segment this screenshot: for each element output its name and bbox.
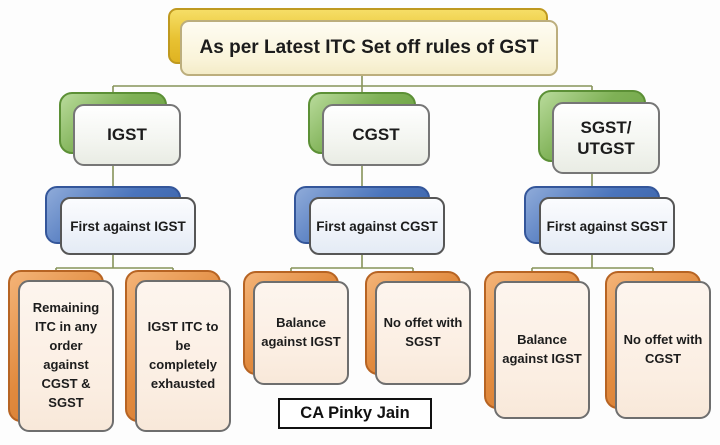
leaf-cgst-2-box: No offet with SGST	[375, 281, 471, 385]
leaf-cgst-1-text: Balance against IGST	[261, 315, 341, 349]
leaf-sgst-2-box: No offet with CGST	[615, 281, 711, 419]
leaf-igst-2-box: IGST ITC to be completely exhausted	[135, 280, 231, 432]
branch-cgst-label: CGST	[352, 125, 400, 145]
leaf-sgst-1-text: Balance against IGST	[502, 332, 582, 366]
branch-cgst-box: CGST	[322, 104, 430, 166]
rule-sgst-label: First against SGST	[546, 218, 668, 234]
author-badge: CA Pinky Jain	[278, 398, 432, 429]
rule-sgst-box: First against SGST	[539, 197, 675, 255]
leaf-cgst-2-text: No offet with SGST	[383, 315, 463, 349]
rule-cgst-box: First against CGST	[309, 197, 445, 255]
leaf-igst-1-box: Remaining ITC in any order against CGST …	[18, 280, 114, 432]
branch-igst-box: IGST	[73, 104, 181, 166]
rule-igst-box: First against IGST	[60, 197, 196, 255]
rule-cgst-label: First against CGST	[316, 218, 438, 234]
branch-sgst-utgst-box: SGST/ UTGST	[552, 102, 660, 174]
branch-igst-label: IGST	[107, 125, 147, 145]
leaf-igst-2-text: IGST ITC to be completely exhausted	[147, 319, 219, 391]
page-title: As per Latest ITC Set off rules of GST	[199, 37, 539, 58]
rule-igst-label: First against IGST	[70, 218, 186, 234]
leaf-igst-1-text: Remaining ITC in any order against CGST …	[32, 300, 100, 410]
title-box: As per Latest ITC Set off rules of GST	[180, 20, 558, 76]
author-badge-text: CA Pinky Jain	[300, 404, 410, 422]
leaf-cgst-1-box: Balance against IGST	[253, 281, 349, 385]
leaf-sgst-1-box: Balance against IGST	[494, 281, 590, 419]
leaf-sgst-2-text: No offet with CGST	[623, 332, 703, 366]
branch-sgst-utgst-label: SGST/ UTGST	[577, 117, 635, 158]
